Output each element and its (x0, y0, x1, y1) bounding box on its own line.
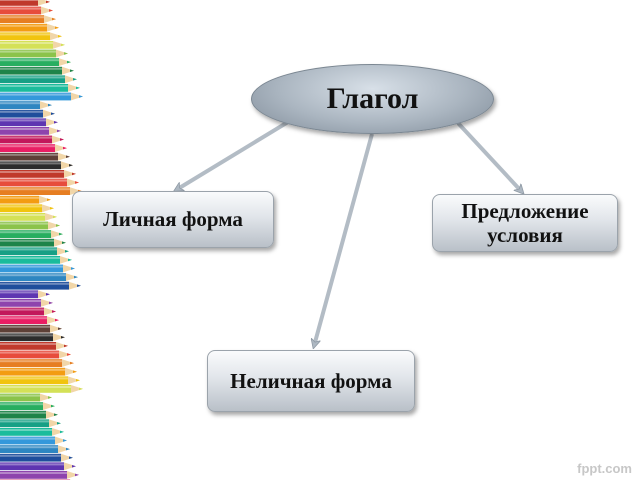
pencil-decoration (0, 273, 78, 281)
pencil-decoration (0, 445, 70, 453)
pencil-decoration (0, 462, 76, 471)
pencil-decoration (0, 41, 65, 49)
pencil-decoration (0, 333, 65, 342)
pencil-decoration (0, 6, 53, 15)
arrow-to-conditional (456, 121, 522, 192)
pencil-decoration (0, 471, 79, 479)
pencil-decoration (0, 75, 77, 84)
pencil-decoration (0, 221, 60, 230)
pencil-decoration (0, 118, 58, 127)
pencil-decoration (0, 307, 56, 316)
pencil-decoration (0, 342, 68, 350)
pencil-decoration (0, 161, 73, 170)
node-personal-form: Личная форма (72, 191, 274, 248)
pencil-decoration (0, 178, 79, 187)
pencil-decoration (0, 152, 70, 161)
pencil-decoration (0, 15, 56, 23)
pencil-border-decoration (0, 0, 83, 480)
pencil-decoration (0, 66, 74, 75)
node-impersonal-form: Неличная форма (207, 350, 415, 412)
pencil-decoration (0, 264, 75, 273)
pencil-decoration (0, 23, 59, 32)
pencil-decoration (0, 290, 50, 299)
pencil-decoration (0, 376, 80, 385)
pencil-decoration (0, 32, 62, 41)
node-impersonal-form-label: Неличная форма (230, 368, 392, 393)
root-node-label: Глагол (326, 82, 419, 115)
root-node-verb: Глагол (251, 64, 494, 134)
pencil-decoration (0, 402, 55, 410)
pencil-decoration (0, 393, 52, 402)
pencil-decoration (0, 170, 76, 178)
pencil-decoration (0, 49, 68, 58)
pencil-decoration (0, 410, 58, 419)
pencil-decoration (0, 109, 55, 118)
pencil-decoration (0, 428, 64, 436)
pencil-decoration (0, 367, 77, 376)
watermark: fppt.com (577, 461, 632, 476)
pencil-decoration (0, 316, 59, 324)
arrow-to-personal-form (176, 120, 290, 190)
pencil-decoration (0, 204, 54, 213)
pencil-decoration (0, 58, 71, 66)
pencil-decoration (0, 359, 74, 367)
arrow-to-impersonal-form (314, 133, 374, 346)
pencil-decoration (0, 84, 80, 92)
pencil-decoration (0, 238, 66, 247)
node-conditional: Предложение условия (432, 194, 618, 252)
pencil-decoration (0, 256, 72, 264)
pencil-decoration (0, 247, 69, 256)
pencil-decoration (0, 195, 51, 204)
pencil-decoration (0, 324, 62, 333)
node-personal-form-label: Личная форма (103, 207, 243, 231)
pencil-decoration (0, 350, 71, 359)
pencil-decoration (0, 135, 64, 144)
node-conditional-label: Предложение условия (461, 198, 589, 247)
pencil-decoration (0, 436, 67, 445)
pencil-decoration (0, 385, 83, 393)
pencil-decoration (0, 101, 52, 109)
pencil-decoration (0, 453, 73, 462)
pencil-decoration (0, 144, 67, 152)
pencil-decoration (0, 92, 83, 101)
pencil-decoration (0, 281, 81, 290)
pencil-decoration (0, 0, 50, 6)
pencil-decoration (0, 213, 57, 221)
pencil-decoration (0, 419, 61, 428)
pencil-decoration (0, 230, 63, 238)
pencil-decoration (0, 299, 53, 307)
pencil-decoration (0, 127, 61, 135)
